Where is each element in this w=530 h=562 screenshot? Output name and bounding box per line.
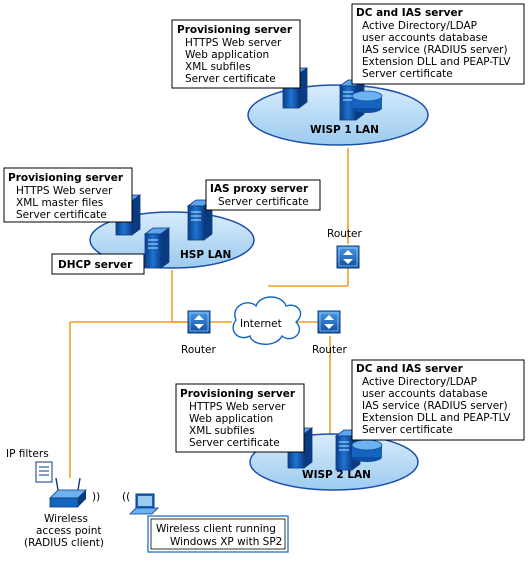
wisp2-prov-line: HTTPS Web server — [189, 401, 286, 413]
hsp-ias-proxy-title: IAS proxy server — [210, 183, 309, 195]
hsp-lan-label: HSP LAN — [180, 249, 231, 261]
access-point-label: (RADIUS client) — [24, 537, 104, 549]
wisp1-prov-line: XML subfiles — [185, 61, 251, 73]
wireless-client-label: Wireless client running — [156, 523, 276, 535]
laptop-icon — [129, 493, 159, 515]
wireless-client-box-inner — [150, 518, 286, 550]
wisp2-dc-line: Extension DLL and PEAP-TLV — [362, 412, 511, 424]
wisp2-dc-line: Active Directory/LDAP — [362, 376, 477, 388]
access-point-label: access point — [36, 525, 102, 537]
wisp1-lan-label: WISP 1 LAN — [310, 124, 379, 136]
wisp1-prov-line: HTTPS Web server — [185, 37, 282, 49]
access-point-icon — [49, 477, 87, 508]
wisp2-dc-line: Server certificate — [362, 424, 453, 436]
wisp2-dc-line: user accounts database — [362, 388, 488, 400]
router-right-label: Router — [312, 344, 347, 356]
router-top-label: Router — [327, 228, 362, 240]
hsp-dhcp-title: DHCP server — [58, 259, 133, 271]
wisp2-lan-label: WISP 2 LAN — [302, 469, 371, 481]
wisp2-database-icon — [351, 439, 383, 463]
hsp-prov-line: XML master files — [16, 197, 103, 209]
wisp1-dc-box — [351, 3, 525, 85]
internet-cloud-icon — [232, 296, 302, 345]
wisp1-prov-box — [171, 19, 301, 89]
wisp2-prov-line: Server certificate — [189, 437, 280, 449]
wisp1-dc-line: Active Directory/LDAP — [362, 20, 477, 32]
router-left-label: Router — [181, 344, 216, 356]
wisp1-lan — [247, 84, 429, 146]
wisp2-prov-box — [175, 383, 305, 453]
wisp2-prov-line: XML subfiles — [189, 425, 255, 437]
wisp1-prov-line: Server certificate — [185, 73, 276, 85]
wisp1-dc-line: Server certificate — [362, 68, 453, 80]
wisp1-dc-line: IAS service (RADIUS server) — [362, 44, 508, 56]
wisp1-dc-title: DC and IAS server — [356, 7, 464, 19]
router-left-icon — [187, 310, 211, 334]
wisp1-prov-line: Web application — [185, 49, 269, 61]
ap-wireless-waves-icon: )) — [92, 491, 100, 503]
wisp2-dc-line: IAS service (RADIUS server) — [362, 400, 508, 412]
hsp-dhcp-server-icon — [144, 227, 170, 269]
network-links — [69, 148, 349, 478]
router-right-icon — [317, 310, 341, 334]
wireless-client-label: Windows XP with SP2 — [170, 536, 282, 548]
wisp2-group: WISP 2 LAN Provisioning server HTTPS Web… — [175, 359, 525, 491]
hsp-ias-proxy-box — [205, 179, 321, 211]
wisp2-dc-title: DC and IAS server — [356, 363, 464, 375]
wisp2-prov-title: Provisioning server — [180, 388, 296, 400]
hsp-prov-line: Server certificate — [16, 209, 107, 221]
hsp-prov-line: HTTPS Web server — [16, 185, 113, 197]
client-wireless-waves-icon: (( — [122, 491, 130, 503]
wisp1-dc-line: user accounts database — [362, 32, 488, 44]
internet-label: Internet — [240, 318, 282, 330]
wisp1-group: WISP 1 LAN Provisioning server HTTPS Web… — [171, 3, 525, 146]
router-top-icon — [336, 245, 360, 269]
hsp-prov-box — [3, 167, 133, 223]
ip-filters-label: IP filters — [6, 448, 49, 460]
hsp-prov-title: Provisioning server — [8, 172, 124, 184]
wisp1-database-icon — [351, 90, 383, 114]
edge-group: IP filters )) Wireless access point (RAD… — [6, 448, 289, 553]
core-group: Router Router Router Internet — [181, 228, 362, 356]
hsp-dhcp-box — [51, 253, 145, 275]
wisp1-dc-line: Extension DLL and PEAP-TLV — [362, 56, 511, 68]
wisp2-dc-box — [351, 359, 525, 441]
access-point-label: Wireless — [44, 513, 88, 525]
wisp1-prov-title: Provisioning server — [177, 24, 293, 36]
ip-filters-icon — [35, 461, 53, 483]
hsp-ias-proxy-line: Server certificate — [218, 196, 309, 208]
wisp2-prov-line: Web application — [189, 413, 273, 425]
hsp-group: HSP LAN Provisioning server HTTPS Web se… — [3, 167, 321, 275]
